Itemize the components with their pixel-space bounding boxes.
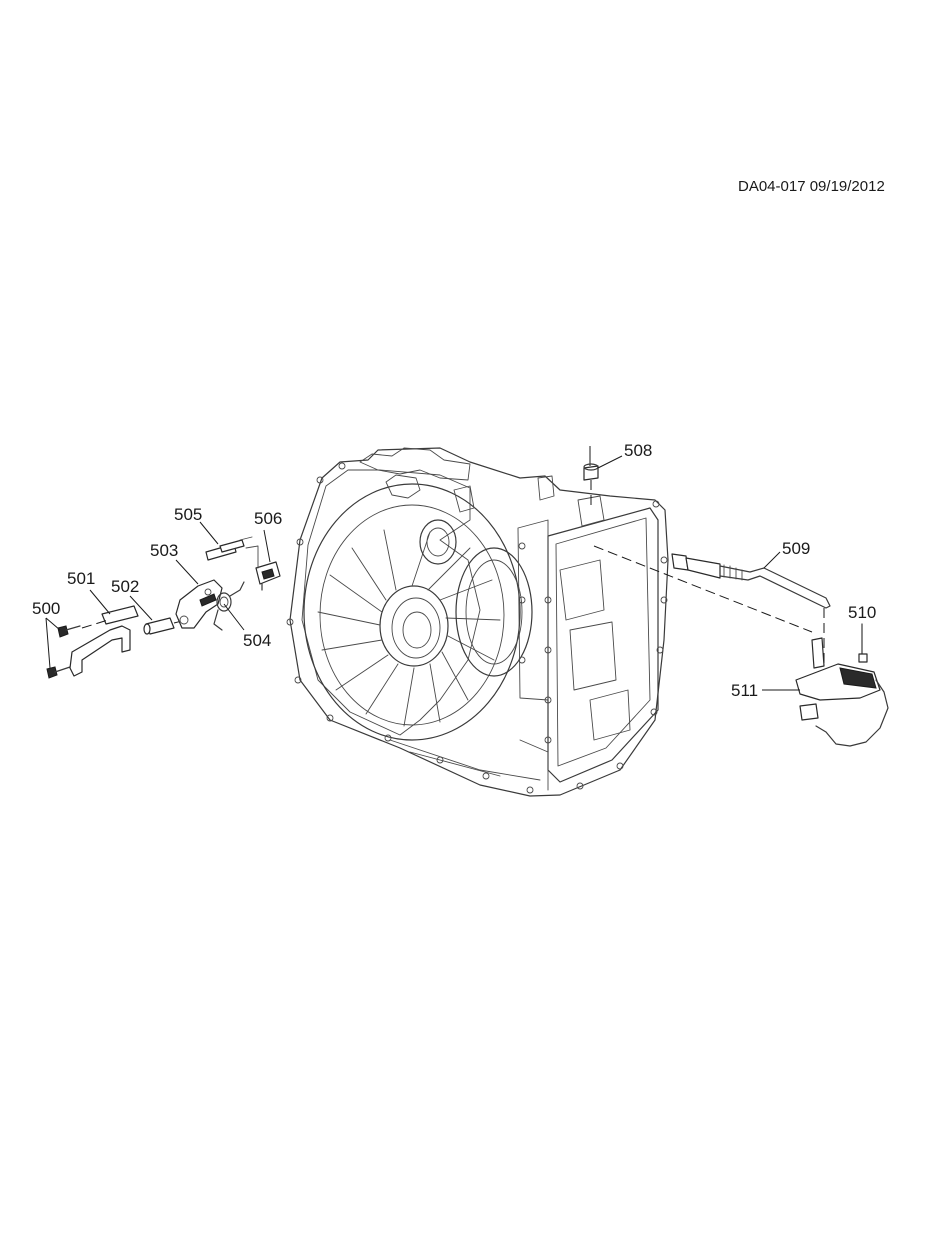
callout-500: 500 (32, 599, 60, 618)
part-505-pins (205, 536, 253, 561)
assembly-lines (593, 545, 825, 666)
leader-505 (199, 521, 219, 545)
callout-511: 511 (731, 681, 758, 700)
callout-506: 506 (254, 509, 282, 528)
part-504-spring (213, 581, 245, 631)
part-503-lever (175, 579, 223, 629)
callout-503: 503 (150, 541, 178, 560)
leader-506 (263, 529, 271, 563)
part-501-bracket (69, 605, 139, 677)
part-500-leaders (45, 617, 61, 669)
callout-502: 502 (111, 577, 139, 596)
part-511-switch (795, 637, 889, 747)
part-500-bolts (46, 625, 81, 679)
callout-509: 509 (782, 539, 810, 558)
leader-501 (89, 589, 111, 615)
callout-505: 505 (174, 505, 202, 524)
document-id: DA04-017 09/19/2012 (738, 178, 885, 195)
part-508-seal (583, 446, 599, 508)
leader-508 (597, 455, 623, 469)
transmission-case (286, 447, 669, 797)
callout-501: 501 (67, 569, 95, 588)
callout-508: 508 (624, 441, 652, 460)
part-510-bolt (858, 623, 868, 663)
part-509-shaft (671, 553, 831, 609)
callout-510: 510 (848, 603, 876, 622)
leader-509 (763, 551, 781, 569)
leader-504 (223, 603, 245, 631)
part-506-sensor (245, 545, 281, 591)
callout-504: 504 (243, 631, 271, 650)
leader-502 (129, 595, 153, 621)
leader-503 (175, 559, 199, 585)
